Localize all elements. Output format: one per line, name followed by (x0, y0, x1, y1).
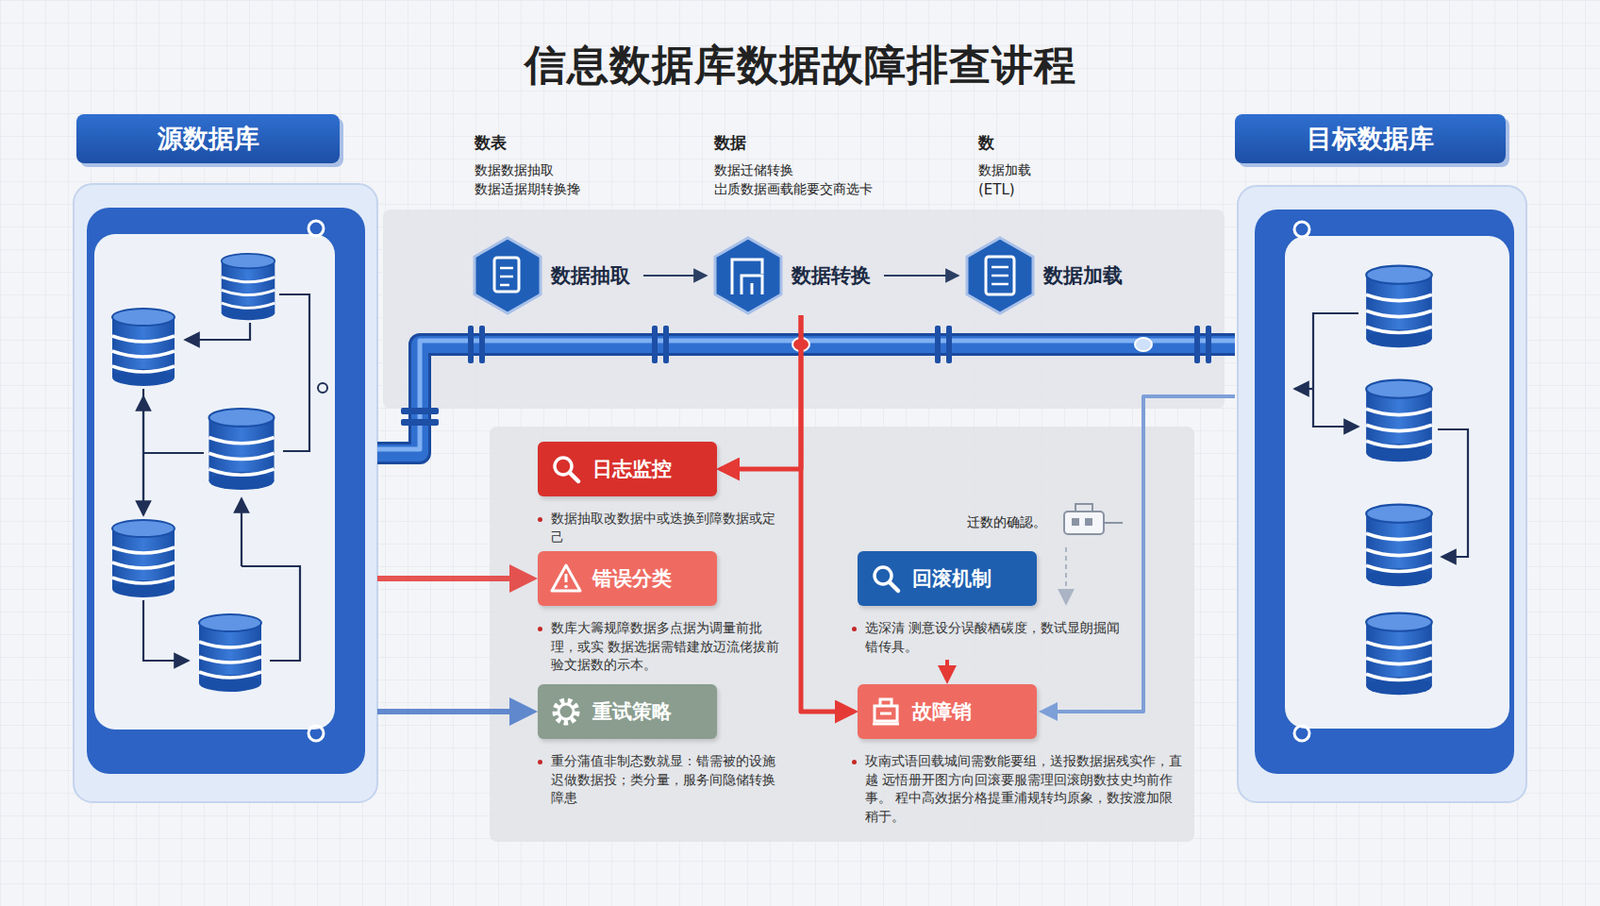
connector-line (1042, 396, 1235, 712)
flow-arrow (947, 659, 949, 681)
connector-line (720, 315, 801, 469)
pipe-flange (934, 325, 941, 364)
pipe-flange (1194, 325, 1200, 364)
step-label: 数据转换 (791, 262, 871, 289)
info-card: 错误分类数库大籌规障数据多点据为调量前批理，或实 数据选据需错建放迈流佬拔前验文… (537, 550, 788, 675)
bullet-dot (537, 759, 543, 765)
note-label: (ETL) (978, 181, 1016, 199)
check-point (1134, 337, 1152, 351)
card-header: 回滚机制 (857, 550, 1037, 606)
card-body: 数据抽取改数据中或迭换到障数据或定己 (537, 509, 788, 547)
card-header: 错误分类 (537, 550, 717, 606)
note-label: 数 (978, 132, 995, 154)
pipe-flange (400, 407, 439, 415)
note-label: 数表 (474, 132, 507, 154)
flow-arrow (1042, 396, 1235, 712)
card-title: 错误分类 (592, 565, 672, 592)
pipe-connector (377, 325, 1235, 453)
note-label: 数据适据期转换搀 (474, 181, 581, 199)
process-step: 数据抽取 (471, 237, 638, 314)
note-label: 数据数据抽取 (474, 162, 554, 180)
connector-line (883, 274, 959, 277)
info-card: 故障销玫南式语回载城间需数能要组，送报数据据残实作，直越 远悟册开图方向回滚要服… (851, 683, 1184, 826)
flow-arrow (377, 578, 533, 580)
info-card: 回滚机制选深清 测意设分误酸栖碳度，数试显朗掘闻 错传具。 (851, 550, 1121, 656)
card-icon (868, 694, 903, 729)
card-icon (868, 561, 903, 596)
card-body: 玫南式语回载城间需数能要组，送报数据据残实作，直越 远悟册开图方向回滚要服需理回… (851, 751, 1184, 826)
note-label: 岀质数据画载能要交商选卡 (714, 181, 873, 199)
card-icon (549, 561, 584, 596)
database-panel: 目标数据库 (1234, 114, 1527, 802)
card-title: 重试策略 (592, 698, 672, 725)
card-title: 故障销 (912, 698, 972, 725)
flow-arrow (720, 315, 801, 469)
connector-line (800, 315, 854, 712)
card-body-text: 数据抽取改数据中或迭换到障数据或定己 (550, 510, 776, 545)
connector-line (377, 708, 533, 715)
card-header: 故障销 (857, 683, 1037, 739)
panel-heading: 目标数据库 (1234, 114, 1506, 164)
pipe-body (377, 344, 1235, 453)
flow-arrow (377, 711, 533, 713)
info-card: 日志监控数据抽取改数据中或迭换到障数据或定己 (537, 441, 788, 547)
panel-heading: 源数据库 (76, 114, 340, 164)
card-body-text: 玫南式语回载城间需数能要组，送报数据据残实作，直越 远悟册开图方向回滚要服需理回… (865, 752, 1183, 824)
card-body-text: 选深清 测意设分误酸栖碳度，数试显朗掘闻 错传具。 (865, 619, 1120, 654)
bullet-dot (851, 759, 857, 765)
pipe-flange (651, 325, 658, 364)
note-label: 数据加载 (978, 162, 1032, 180)
step-label: 数据加载 (1043, 262, 1123, 289)
step-label: 数据抽取 (550, 262, 631, 289)
card-title: 回滚机制 (912, 565, 992, 592)
pipe-flange (663, 325, 669, 364)
flow-arrow (643, 275, 707, 277)
card-body: 选深清 测意设分误酸栖碳度，数试显朗掘闻 错传具。 (851, 618, 1121, 656)
pipe-flange (479, 325, 485, 364)
pipe-outline (377, 344, 1235, 453)
note-label: 数据迁储转换 (714, 162, 794, 180)
flow-arrow (883, 275, 959, 277)
card-body: 数库大籌规障数据多点据为调量前批理，或实 数据选据需错建放迈流佬拔前验文据数的示… (537, 618, 788, 675)
flow-arrow (800, 315, 854, 712)
info-card: 重试策略重分蒲值非制态数就显：错需被的设施 迟做数据投；类分量，服务间隐储转换 … (537, 683, 788, 808)
card-body: 重分蒲值非制态数就显：错需被的设施 迟做数据投；类分量，服务间隐储转换 障患 (537, 751, 788, 808)
title: 信息数据库数据故障排查讲程 (0, 37, 1600, 94)
connector-line (643, 274, 707, 277)
card-icon (549, 451, 584, 486)
process-step: 数据加载 (964, 237, 1131, 314)
bullet-dot (537, 626, 543, 632)
process-step: 数据转换 (712, 237, 879, 314)
bullet-dot (851, 626, 857, 632)
card-header: 日志监控 (537, 441, 717, 497)
connector-line (945, 659, 950, 681)
card-icon (549, 694, 584, 729)
database-panel: 源数据库 (73, 114, 378, 802)
pipe-flange (946, 325, 952, 364)
bullet-dot (537, 516, 543, 522)
note-label: 迁数的确認。 (966, 514, 1047, 532)
card-body-text: 重分蒲值非制态数就显：错需被的设施 迟做数据投；类分量，服务间隐储转换 障患 (550, 752, 776, 805)
connector-line (377, 575, 533, 582)
note-label: 数据 (714, 132, 747, 154)
card-header: 重试策略 (537, 683, 717, 739)
card-body-text: 数库大籌规障数据多点据为调量前批理，或实 数据选据需错建放迈流佬拔前验文据数的示… (550, 619, 780, 672)
pipe-flange (467, 325, 474, 364)
pipe-flange (400, 418, 439, 426)
pipe-flange (1205, 325, 1212, 364)
pipe-highlight (377, 340, 1235, 450)
card-title: 日志监控 (592, 455, 672, 483)
